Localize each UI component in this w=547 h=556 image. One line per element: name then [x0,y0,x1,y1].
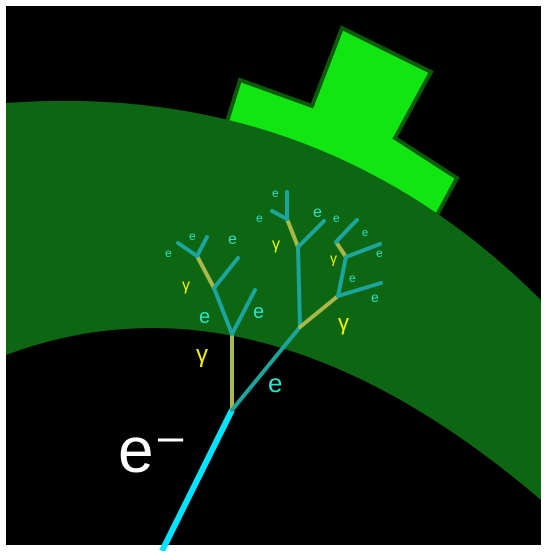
photon-label-10: γ [272,236,280,253]
electron-track-12 [270,209,289,221]
photon-label-13: γ [330,250,337,266]
electron-track-18 [334,225,352,244]
electron-label-16: e [376,246,383,260]
photon-label-5: γ [182,277,190,294]
photon-label-4: γ [338,310,349,335]
primary-particle-label: e⁻ [118,414,187,486]
electron-track-11 [296,219,326,249]
photon-track-10 [285,217,300,249]
electron-label-17: e [371,289,379,305]
electron-label-7: e [189,229,196,243]
electron-label-18: e [349,271,356,285]
shower-tracks [176,190,383,412]
electron-track-3 [230,288,257,336]
electron-label-9: e [313,204,322,221]
electron-label-0: e [268,368,282,398]
electron-track-2 [212,286,234,336]
electron-track-7 [195,235,209,258]
incoming-electron-track [159,408,235,553]
photon-label-1: γ [196,341,208,368]
photon-track-16 [334,240,348,259]
electron-label-11: e [272,186,279,200]
electron-track-5 [212,256,240,290]
electron-label-15: e [362,227,368,239]
electron-track-17 [344,242,382,259]
photon-track-9 [298,294,340,329]
electron-track-19 [348,218,359,229]
electron-label-12: e [256,211,263,225]
electron-track-6 [176,241,199,258]
electron-track-15 [336,281,383,298]
electron-track-1 [230,325,302,412]
electron-label-14: e [333,211,340,225]
electron-label-6: e [228,231,237,248]
electron-label-3: e [253,301,264,323]
electron-track-8 [296,245,302,329]
detector-band [6,100,541,500]
electron-label-2: e [199,306,210,328]
electron-track-14 [336,255,348,298]
photon-track-4 [195,254,216,290]
electron-label-8: e [165,246,172,260]
